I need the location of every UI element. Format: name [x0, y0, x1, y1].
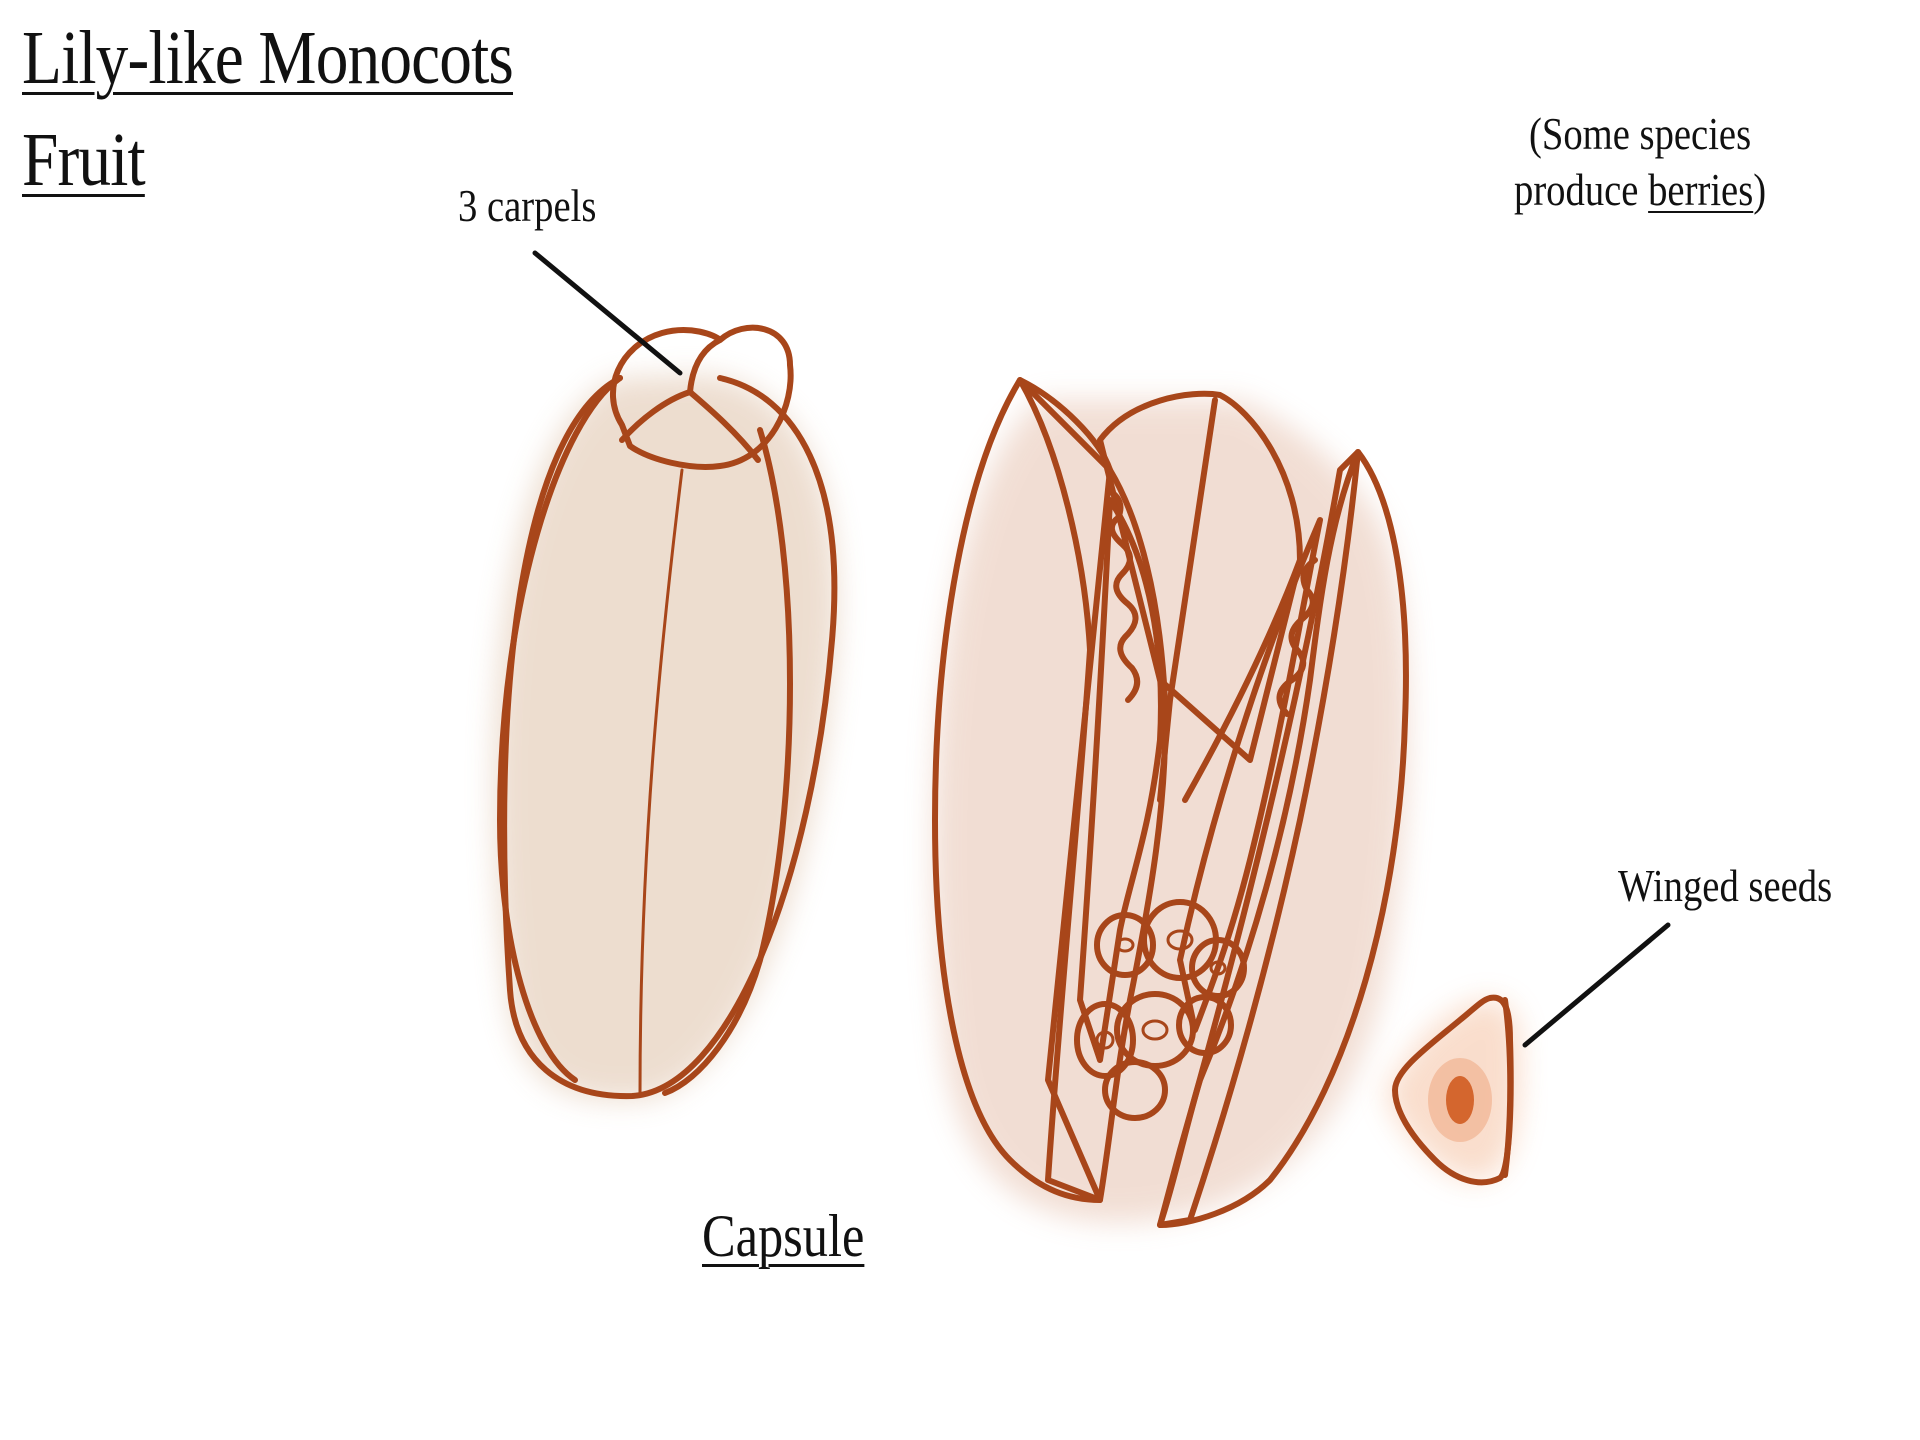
- species-note-prefix: produce: [1514, 164, 1649, 216]
- carpels-label: 3 carpels: [458, 180, 597, 231]
- species-note: (Some species produce berries): [1514, 106, 1766, 218]
- page-title: Lily-like Monocots: [22, 16, 514, 100]
- capsule-label: Capsule: [702, 1203, 865, 1269]
- carpels-leader-line: [532, 250, 683, 376]
- winged-seeds-leader-line: [1522, 922, 1671, 1048]
- closed-capsule-drawing: [493, 324, 838, 1101]
- berries-term: berries: [1648, 164, 1754, 216]
- capsule-seeds: [1074, 899, 1247, 1121]
- dehiscent-capsule-drawing: [932, 377, 1409, 1228]
- winged-seeds-label: Winged seeds: [1618, 860, 1833, 911]
- species-note-line1: (Some species: [1528, 108, 1752, 159]
- species-note-suffix: ): [1753, 164, 1767, 216]
- winged-seed-drawing: [1385, 994, 1521, 1186]
- species-note-line2: produce berries): [1514, 162, 1766, 218]
- page-subtitle: Fruit: [22, 118, 146, 202]
